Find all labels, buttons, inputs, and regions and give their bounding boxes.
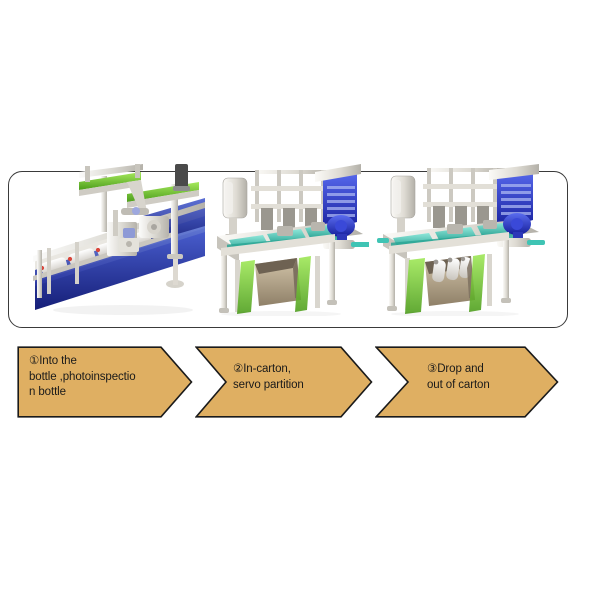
step-3-drop-and-out-of-carton[interactable]: ③Drop and out of carton [375,346,559,418]
step-2-arrow-shape [195,346,373,418]
step-2-label: ②In-carton, servo partition [233,363,304,391]
photo-in-carton-servo-partition-graphic [217,164,371,317]
photo-drop-and-out-of-carton [377,164,547,317]
process-step-arrows: ①Into the bottle ,photoinspectio n bottl… [0,346,600,426]
step-2-in-carton-servo-partition[interactable]: ②In-carton, servo partition [195,346,373,418]
step-1-into-the-bottle[interactable]: ①Into the bottle ,photoinspectio n bottl… [17,346,193,418]
process-photo-panel [8,164,568,328]
photo-drop-and-out-of-carton-graphic [377,164,545,317]
step-1-arrow-shape [17,346,193,418]
photo-bottle-infeed [23,164,205,316]
photo-bottle-infeed-graphic [33,164,205,315]
photo-in-carton-servo-partition [211,164,371,317]
step-3-arrow-shape [375,346,559,418]
step-1-label: ①Into the bottle ,photoinspectio n bottl… [29,355,136,398]
step-3-label: ③Drop and out of carton [427,363,490,391]
